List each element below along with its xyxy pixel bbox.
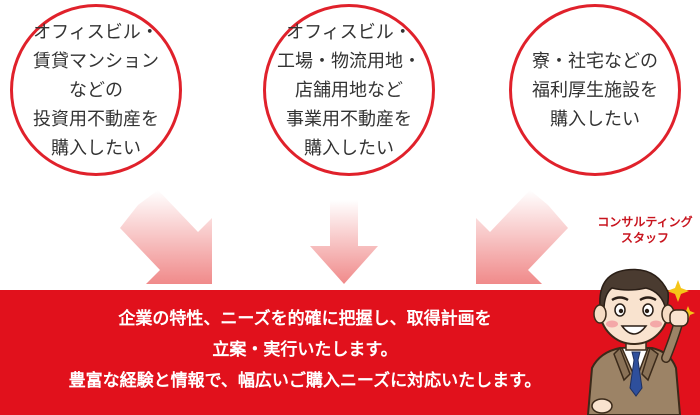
staff-label-line: コンサルティング (597, 215, 693, 229)
circle-line: 購入したい (51, 137, 141, 159)
staff-label-line: スタッフ (620, 231, 669, 245)
banner-line: 立案・実行いたします。 (212, 340, 398, 360)
need-circle-investment-text: オフィスビル・ 賃貸マンション などの 投資用不動産を 購入したい (33, 18, 159, 163)
need-circle-business-text: オフィスビル・ 工場・物流用地・ 店舗用地など 事業用不動産を 購入したい (277, 18, 421, 163)
circle-line: 福利厚生施設を (532, 79, 658, 101)
circle-line: 投資用不動産を (33, 108, 159, 130)
need-circle-investment: オフィスビル・ 賃貸マンション などの 投資用不動産を 購入したい (10, 4, 182, 176)
need-circle-welfare: 寮・社宅などの 福利厚生施設を 購入したい (509, 4, 681, 176)
consultant-illustration (586, 268, 695, 415)
need-circle-business: オフィスビル・ 工場・物流用地・ 店舗用地など 事業用不動産を 購入したい (263, 4, 435, 176)
circle-line: 工場・物流用地・ (277, 50, 421, 72)
banner-text: 企業の特性、ニーズを的確に把握し、取得計画を 立案・実行いたします。 豊富な経験… (0, 304, 610, 397)
message-banner: 企業の特性、ニーズを的確に把握し、取得計画を 立案・実行いたします。 豊富な経験… (0, 290, 700, 415)
arrow-down-right-icon (120, 190, 212, 284)
circle-line: 購入したい (304, 137, 394, 159)
circle-line: 事業用不動産を (286, 108, 412, 130)
circle-line: 店舗用地など (295, 79, 403, 101)
banner-line: 豊富な経験と情報で、幅広いご購入ニーズに対応いたします。 (68, 371, 542, 391)
circle-line: などの (69, 79, 123, 101)
need-circle-welfare-text: 寮・社宅などの 福利厚生施設を 購入したい (532, 47, 658, 134)
arrow-down-icon (310, 200, 378, 284)
circle-line: オフィスビル・ (33, 21, 159, 43)
staff-label: コンサルティング スタッフ (590, 214, 700, 246)
circle-line: オフィスビル・ (286, 21, 412, 43)
arrows-diagram (120, 190, 568, 284)
circle-line: 賃貸マンション (33, 50, 159, 72)
circle-line: 購入したい (550, 108, 640, 130)
banner-line: 企業の特性、ニーズを的確に把握し、取得計画を (118, 309, 492, 329)
circle-line: 寮・社宅などの (532, 50, 658, 72)
arrow-down-left-icon (476, 190, 568, 284)
